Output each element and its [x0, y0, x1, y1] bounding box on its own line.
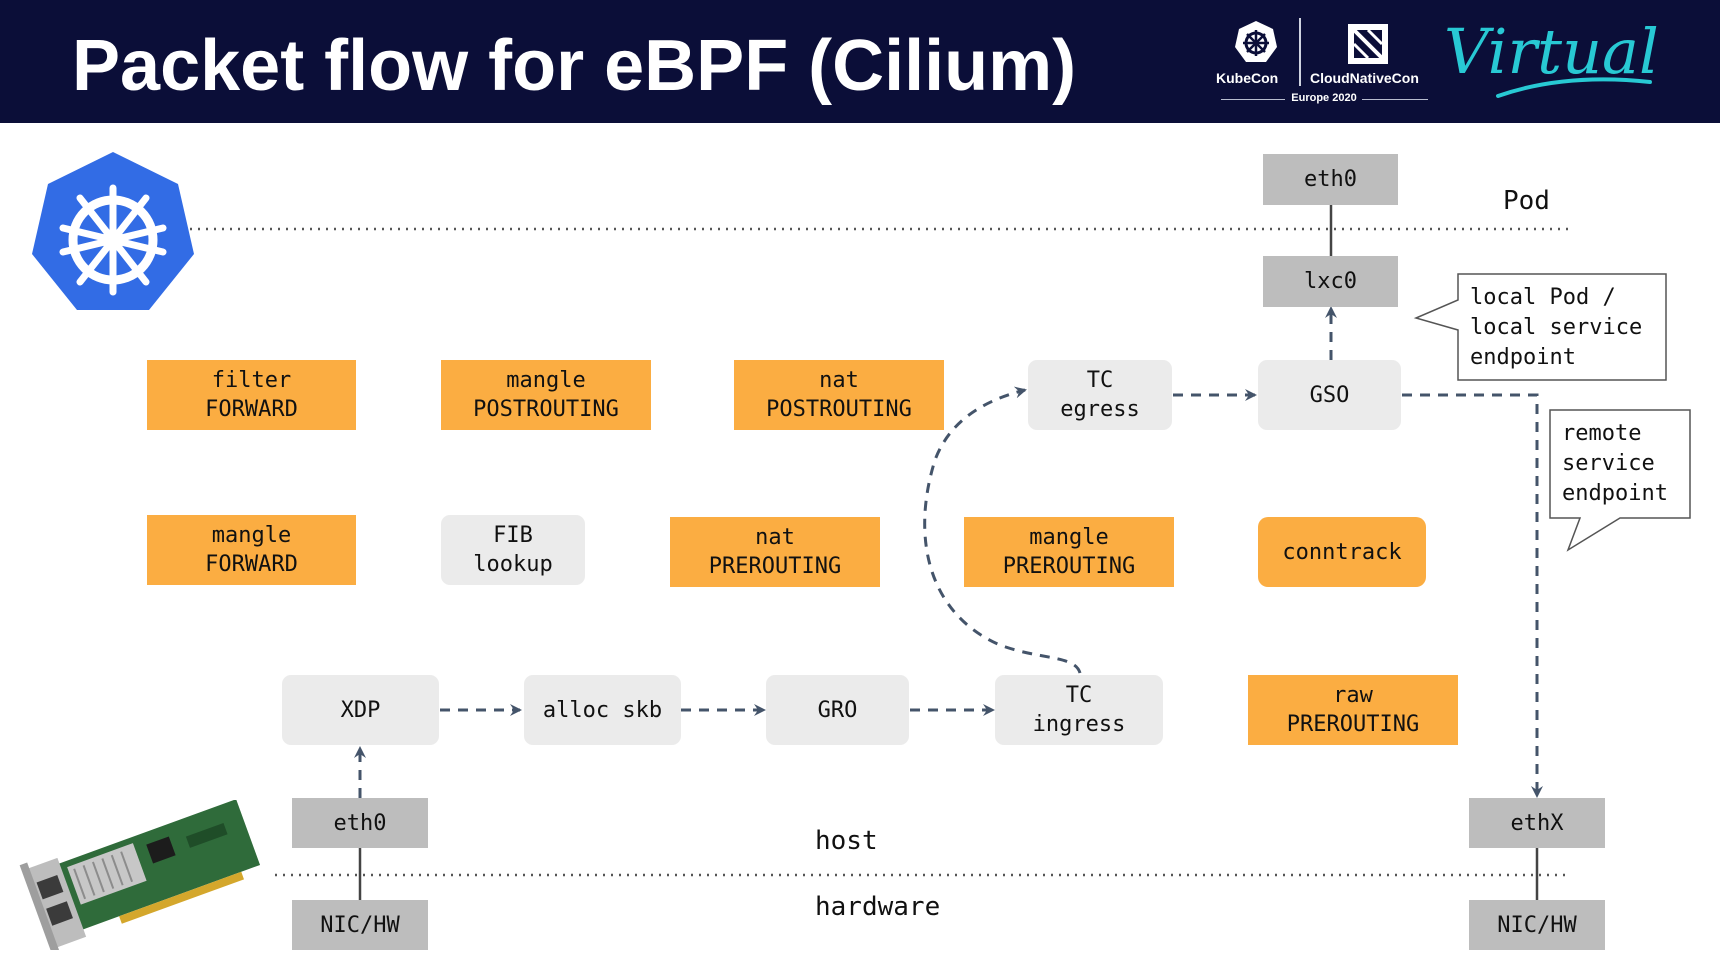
hook-conntrack: conntrack [1258, 517, 1426, 587]
callout-local-endpoint: local Pod / local service endpoint [1470, 285, 1643, 370]
event-rule-right [1362, 99, 1428, 100]
host-eth0-interface: eth0 [292, 798, 428, 848]
callout-remote-endpoint: remote service endpoint [1562, 421, 1668, 506]
stage-xdp: XDP [282, 675, 439, 745]
arrow-gso-to-ethx [1402, 393, 1543, 798]
hook-nat-prerouting: nat PREROUTING [670, 517, 880, 587]
layer-label-hardware: hardware [815, 892, 941, 922]
cloudnativecon-logo-icon [1348, 24, 1388, 64]
stage-fib-lookup: FIB lookup [441, 515, 585, 585]
stage-gso: GSO [1258, 360, 1401, 430]
layer-label-pod: Pod [1503, 186, 1550, 216]
lxc0-interface: lxc0 [1263, 256, 1398, 307]
pod-eth0-interface: eth0 [1263, 154, 1398, 205]
page-title: Packet flow for eBPF (Cilium) [72, 26, 1077, 106]
logo-separator [1299, 18, 1301, 86]
layer-label-host: host [815, 826, 878, 856]
virtual-underline-icon [1496, 77, 1652, 98]
hook-mangle-forward: mangle FORWARD [147, 515, 356, 585]
kubecon-label: KubeCon [1216, 70, 1279, 86]
hook-raw-prerouting: raw PREROUTING [1248, 675, 1458, 745]
virtual-wordmark: Virtual [1444, 15, 1659, 88]
kubernetes-logo-icon [32, 152, 194, 310]
hook-mangle-postrouting: mangle POSTROUTING [441, 360, 651, 430]
hook-filter-forward: filter FORWARD [147, 360, 356, 430]
callout-remote-shape [1549, 409, 1691, 552]
callout-local-shape [1413, 273, 1667, 381]
stage-tc-ingress: TC ingress [995, 675, 1163, 745]
stage-gro: GRO [766, 675, 909, 745]
event-rule-left [1221, 99, 1285, 100]
stage-alloc-skb: alloc skb [524, 675, 681, 745]
header-bar: Packet flow for eBPF (Cilium) KubeCon Cl… [0, 0, 1720, 123]
cloudnativecon-label: CloudNativeCon [1310, 70, 1419, 86]
ethx-interface: ethX [1469, 798, 1605, 848]
nic-hw-left: NIC/HW [292, 900, 428, 950]
stage-tc-egress: TC egress [1028, 360, 1172, 430]
event-label: Europe 2020 [1291, 92, 1357, 104]
network-card-image-icon [19, 800, 261, 950]
arrow-tc-ingress-to-tc-egress [923, 386, 1082, 674]
hook-nat-postrouting: nat POSTROUTING [734, 360, 944, 430]
hook-mangle-prerouting: mangle PREROUTING [964, 517, 1174, 587]
kubecon-logo-icon [1235, 21, 1277, 62]
nic-hw-right: NIC/HW [1469, 900, 1605, 950]
